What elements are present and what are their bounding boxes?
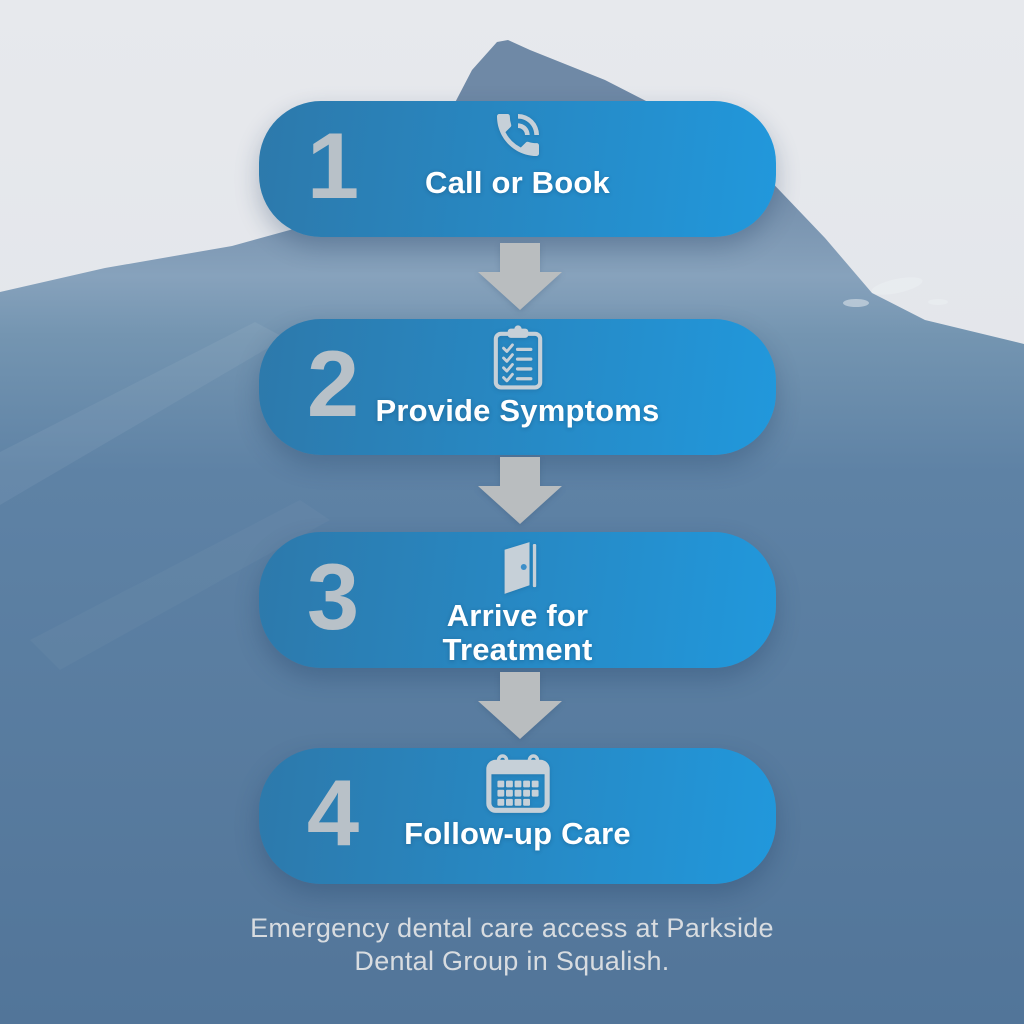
phone-call-icon [490, 107, 546, 163]
calendar-icon [485, 754, 550, 814]
clipboard-checklist-icon [492, 325, 544, 391]
step-number: 1 [306, 113, 359, 219]
hillside-highlights [0, 322, 285, 505]
caption-line-2: Dental Group in Squalish. [354, 946, 670, 976]
down-arrow [478, 672, 562, 739]
step-label: Follow-up Care [404, 816, 631, 851]
step-number: 4 [306, 760, 359, 866]
open-door-icon [495, 538, 541, 596]
caption: Emergency dental care access at Parkside… [0, 912, 1024, 978]
step-card-2: 2 [259, 319, 776, 455]
caption-line-1: Emergency dental care access at Parkside [250, 913, 774, 943]
step-label: Arrive for Treatment [442, 598, 593, 667]
snow-patches [843, 277, 948, 307]
step-label: Call or Book [425, 165, 610, 200]
step-card-1: 1 Call or Book [259, 101, 776, 237]
step-number: 2 [306, 331, 359, 437]
step-label: Provide Symptoms [375, 393, 660, 428]
down-arrow [478, 457, 562, 524]
step-card-3: 3 Arrive for Treatment [259, 532, 776, 668]
step-card-4: 4 Follow-up Care [259, 748, 776, 884]
step-number: 3 [306, 544, 359, 650]
down-arrow [478, 243, 562, 310]
